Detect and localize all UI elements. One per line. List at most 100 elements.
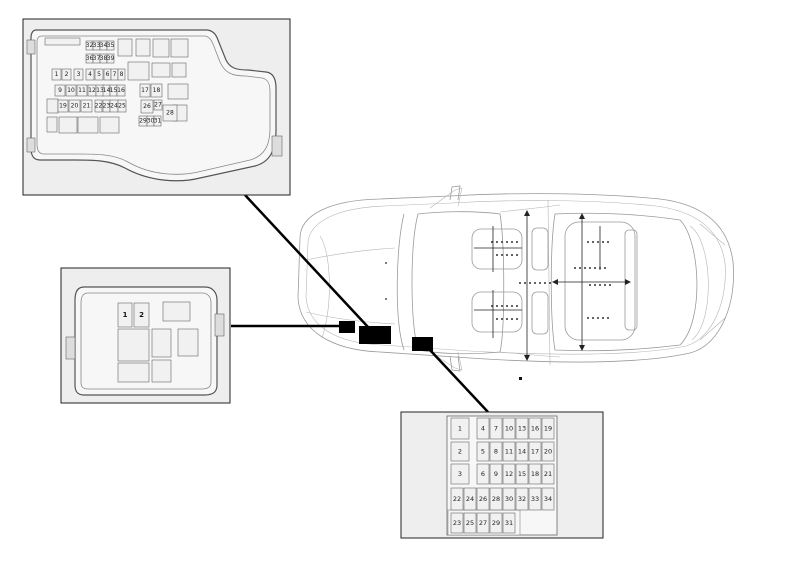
fuse-number: 12	[505, 470, 513, 478]
fuse-slot: 11	[76, 84, 88, 97]
fuse-number: 19	[59, 103, 67, 110]
fuse-number: 25	[118, 103, 126, 110]
fuse-slot: 19	[541, 417, 555, 440]
fuse-number: 15	[518, 470, 526, 478]
fuse-number: 3	[77, 71, 81, 78]
fuse-slot: 33	[528, 487, 542, 511]
fuse-number: 35	[107, 42, 115, 49]
fuse-number: 13	[96, 87, 104, 94]
fuse-slot: 16	[528, 417, 542, 440]
fuse-slot: 27	[153, 99, 163, 111]
fuse-slot-outline	[489, 417, 503, 440]
fuse-slot-outline	[541, 487, 555, 511]
fuse-number: 6	[481, 470, 485, 478]
fuse-slot: 4	[476, 417, 490, 440]
fuse-number: 21	[544, 470, 552, 478]
fuse-slot-outline	[116, 84, 126, 97]
fuse-slot-outline	[502, 441, 516, 462]
fuse-slot: 34	[541, 487, 555, 511]
fuse-number: 5	[481, 448, 485, 456]
fuse-number: 32	[518, 495, 526, 503]
fuse-number: 12	[88, 87, 96, 94]
fuse-number: 30	[505, 495, 513, 503]
fuse-number: 4	[481, 425, 485, 433]
fuse-number: 37	[93, 55, 101, 62]
fuse-slot-outline	[528, 441, 542, 462]
fuse-number: 29	[492, 519, 500, 527]
fuse-slot: 8	[489, 441, 503, 462]
fuse-slot: 3	[73, 68, 84, 81]
fuse-number: 30	[147, 118, 155, 125]
fuse-slot: 19	[57, 99, 69, 113]
fuse-number: 29	[139, 118, 147, 125]
fuse-slot: 18	[150, 83, 163, 98]
car-top-view	[297, 185, 735, 380]
fuse-slot-outline	[94, 99, 103, 113]
fuse-slot-outline	[528, 417, 542, 440]
fuse-number: 24	[466, 495, 474, 503]
fuse-slot: 26	[476, 487, 490, 511]
fuse-number: 4	[88, 71, 92, 78]
fuse-slot: 1	[450, 417, 470, 440]
engine-box-leader	[244, 194, 369, 328]
fuse-slot-outline	[57, 99, 69, 113]
fuse-slot: 1	[51, 68, 62, 81]
fuse-slot: 10	[502, 417, 516, 440]
fuse-number: 9	[494, 470, 498, 478]
fuse-slot-outline	[515, 487, 529, 511]
fuse-slot: 2	[450, 441, 470, 462]
fuse-slot: 6	[103, 68, 112, 81]
fuse-slot: 22	[450, 487, 464, 511]
fuse-slot-outline	[476, 463, 490, 485]
fuse-number: 22	[453, 495, 461, 503]
fuse-number: 20	[544, 448, 552, 456]
fuse-slot-outline	[528, 487, 542, 511]
fuse-slot-outline	[106, 40, 115, 51]
fuse-slot: 7	[489, 417, 503, 440]
fuse-number: 27	[154, 102, 162, 109]
fuse-slot-outline	[541, 463, 555, 485]
fuse-slot-outline	[133, 302, 150, 328]
fuse-slot: 35	[106, 40, 115, 51]
fuse-slot-outline	[68, 99, 81, 113]
fuse-slot: 15	[515, 463, 529, 485]
fuse-number: 7	[113, 71, 117, 78]
fuse-number: 10	[67, 87, 75, 94]
fuse-slot-outline	[150, 83, 163, 98]
fuse-number: 33	[93, 42, 101, 49]
fuse-slot: 23	[450, 512, 464, 534]
fuse-number: 24	[110, 103, 118, 110]
fuse-slot-outline	[463, 512, 477, 534]
fuse-slot: 18	[528, 463, 542, 485]
fuse-slot-outline	[162, 104, 178, 122]
fuse-number: 34	[100, 42, 108, 49]
fuse-number: 16	[117, 87, 125, 94]
fuse-number: 9	[58, 87, 62, 94]
fuse-slot-outline	[139, 83, 151, 98]
fuse-slot: 9	[54, 84, 66, 97]
fuse-slot-outline	[476, 441, 490, 462]
fuse-slot: 27	[476, 512, 490, 534]
fuse-number: 38	[100, 55, 108, 62]
fuse-slot-outline	[450, 463, 470, 485]
fuse-slot: 3	[450, 463, 470, 485]
fuse-slot-outline	[463, 487, 477, 511]
fuse-slot-outline	[515, 417, 529, 440]
fuse-slot: 21	[541, 463, 555, 485]
fuse-number: 19	[544, 425, 552, 433]
fuse-slot: 5	[94, 68, 104, 81]
fuse-slot-outline	[502, 417, 516, 440]
fuse-slot: 31	[154, 115, 162, 127]
fuse-slot-outline	[450, 487, 464, 511]
fuse-number: 31	[154, 118, 162, 125]
fuse-number: 32	[86, 42, 94, 49]
fuse-number: 23	[103, 103, 111, 110]
fuse-slot: 16	[116, 84, 126, 97]
fuse-slot-outline	[541, 441, 555, 462]
fuse-number: 14	[103, 87, 111, 94]
fuse-slot: 6	[476, 463, 490, 485]
fuse-slot-outline	[54, 84, 66, 97]
fuse-slot: 32	[515, 487, 529, 511]
